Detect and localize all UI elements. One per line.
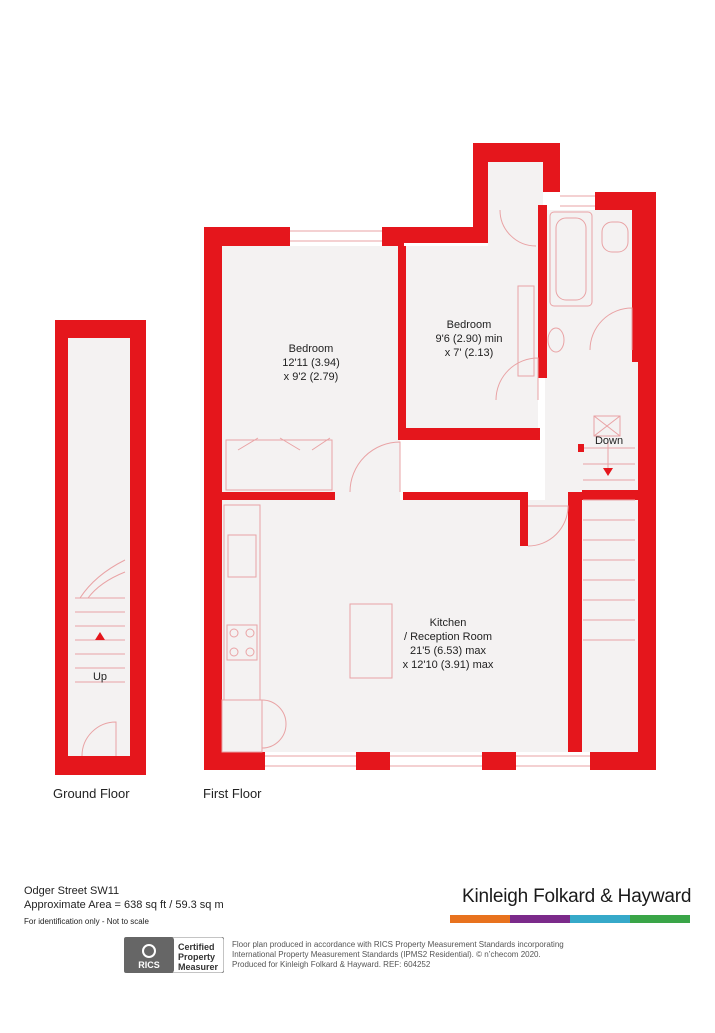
wall: [222, 492, 520, 500]
rics-logo: RICS: [124, 937, 224, 973]
door-swing: [81, 721, 117, 757]
room-bedroom-2-size: 9'6 (2.90) min: [436, 333, 503, 345]
hob: [226, 624, 258, 661]
toilet: [601, 221, 629, 253]
brand-stripe: [450, 915, 510, 923]
floor-fill: [68, 338, 130, 756]
brand-stripe: [570, 915, 630, 923]
first-floor-label: First Floor: [203, 786, 262, 801]
rics-label: Measurer: [178, 962, 219, 972]
room-bedroom-2-size-2: x 7' (2.13): [445, 347, 494, 359]
sink: [227, 534, 257, 578]
stairs-first: [583, 440, 635, 641]
address: Odger Street SW11: [24, 885, 120, 897]
room-kitchen-size: 21'5 (6.53) max: [410, 645, 487, 657]
wall: [204, 752, 608, 770]
brand-name: Kinleigh Folkard & Hayward: [462, 886, 692, 907]
rics-certification: Certified Property Measurer: [178, 942, 218, 972]
disclaimer-line: International Property Measurement Stand…: [232, 950, 541, 959]
room-bedroom-1-size-2: x 9'2 (2.79): [284, 371, 339, 383]
rics-label: Property: [178, 952, 216, 962]
floor-plan: Up: [53, 143, 656, 801]
brand-color-bar: [450, 915, 690, 923]
room-kitchen-size-2: x 12'10 (3.91) max: [403, 659, 494, 671]
loft-hatch: [593, 415, 621, 437]
room-kitchen-name-2: / Reception Room: [404, 631, 492, 643]
property-details: Odger Street SW11 Approximate Area = 638…: [24, 884, 224, 929]
room-bedroom-2-name: Bedroom: [447, 319, 492, 331]
room-kitchen-name: Kitchen: [430, 617, 467, 629]
ground-floor-plan: Up: [55, 320, 146, 775]
rics-wordmark: RICS: [138, 960, 160, 970]
wall: [582, 192, 656, 770]
wardrobe: [225, 439, 333, 491]
stairs-up-label: Up: [93, 671, 107, 683]
first-floor-plan: [204, 143, 656, 770]
brand-stripe: [510, 915, 570, 923]
ground-floor-label: Ground Floor: [53, 786, 130, 801]
stair-post: [578, 444, 584, 452]
room-bedroom-1-size: 12'11 (3.94): [282, 357, 340, 369]
rics-disclaimer: Floor plan produced in accordance with R…: [232, 940, 632, 970]
stairs-down-label: Down: [595, 435, 623, 447]
island: [349, 603, 393, 679]
cupboard: [221, 699, 263, 753]
area: Approximate Area = 638 sq ft / 59.3 sq m: [24, 899, 224, 911]
room-bedroom-1-name: Bedroom: [289, 343, 334, 355]
stairs-ground: [75, 559, 126, 683]
disclaimer-line: Produced for Kinleigh Folkard & Hayward.…: [232, 960, 431, 969]
door-swings: [237, 209, 633, 749]
rics-label: Certified: [178, 942, 215, 952]
disclaimer-line: Floor plan produced in accordance with R…: [232, 940, 564, 949]
windows: [265, 195, 595, 767]
down-arrow-icon: [603, 468, 613, 476]
fixtures: [221, 211, 629, 753]
wall: [204, 227, 290, 752]
wall: [520, 205, 582, 752]
up-arrow-icon: [95, 632, 105, 640]
bathtub: [549, 211, 593, 307]
wall: [382, 143, 560, 246]
disclaimer-note: For identification only - Not to scale: [24, 917, 149, 926]
wall: [55, 320, 146, 775]
brand-stripe: [630, 915, 690, 923]
basin: [547, 327, 565, 353]
